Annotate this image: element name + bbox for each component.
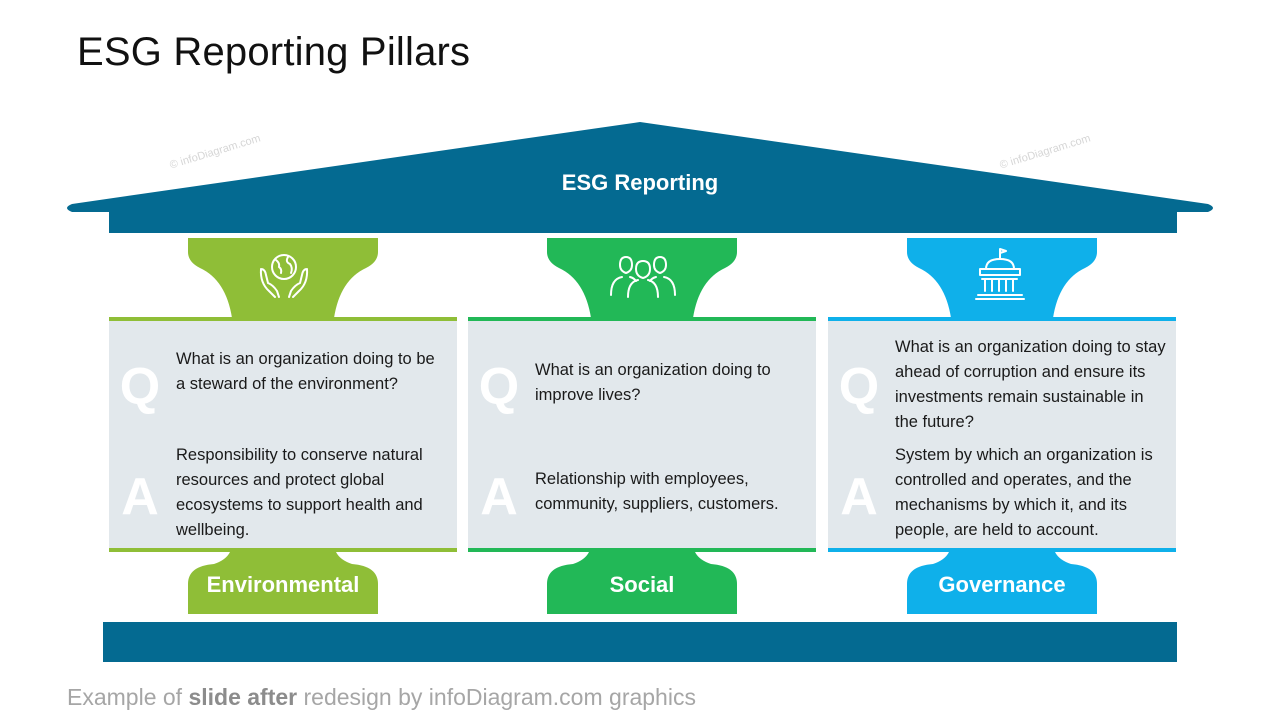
question-letter: Q	[838, 358, 880, 416]
government-building-icon	[975, 248, 1025, 300]
answer-text-governance: System by which an organization is contr…	[895, 446, 1153, 539]
footer-bold: slide after	[188, 684, 298, 710]
answer-text-environmental: Responsibility to conserve natural resou…	[176, 446, 423, 539]
globe-in-hands-icon	[259, 254, 309, 298]
footer-suffix: redesign by infoDiagram.com graphics	[297, 684, 696, 710]
capital-bottom-social	[547, 552, 737, 614]
answer-letter: A	[480, 468, 518, 526]
slide-title: ESG Reporting Pillars	[77, 30, 471, 74]
answer-text-social: Relationship with employees, community, …	[535, 470, 779, 513]
base-slab	[103, 622, 1177, 662]
capital-bottom-environmental	[188, 552, 378, 614]
footer-prefix: Example of	[67, 684, 189, 710]
roof-shape	[67, 122, 1213, 233]
pillar-label-social: Social	[609, 572, 675, 597]
panel-social: Q What is an organization doing to impro…	[468, 317, 816, 552]
footer-caption: Example of slide after redesign by infoD…	[67, 684, 696, 711]
panel-environmental: Q What is an organization doing to be a …	[109, 317, 457, 552]
pillar-label-environmental: Environmental	[206, 572, 360, 597]
question-text-governance: What is an organization doing to stay ah…	[895, 338, 1166, 431]
panel-governance: Q What is an organization doing to stay …	[828, 317, 1176, 552]
answer-letter: A	[121, 468, 159, 526]
capital-bottom-governance	[907, 552, 1097, 614]
answer-letter: A	[840, 468, 878, 526]
question-letter: Q	[478, 358, 520, 416]
question-letter: Q	[119, 358, 161, 416]
question-text-social: What is an organization doing to improve…	[535, 361, 771, 404]
roof-label: ESG Reporting	[561, 170, 719, 195]
pillar-label-governance: Governance	[938, 572, 1066, 597]
question-text-environmental: What is an organization doing to be a st…	[176, 350, 435, 393]
people-group-icon	[610, 256, 676, 298]
